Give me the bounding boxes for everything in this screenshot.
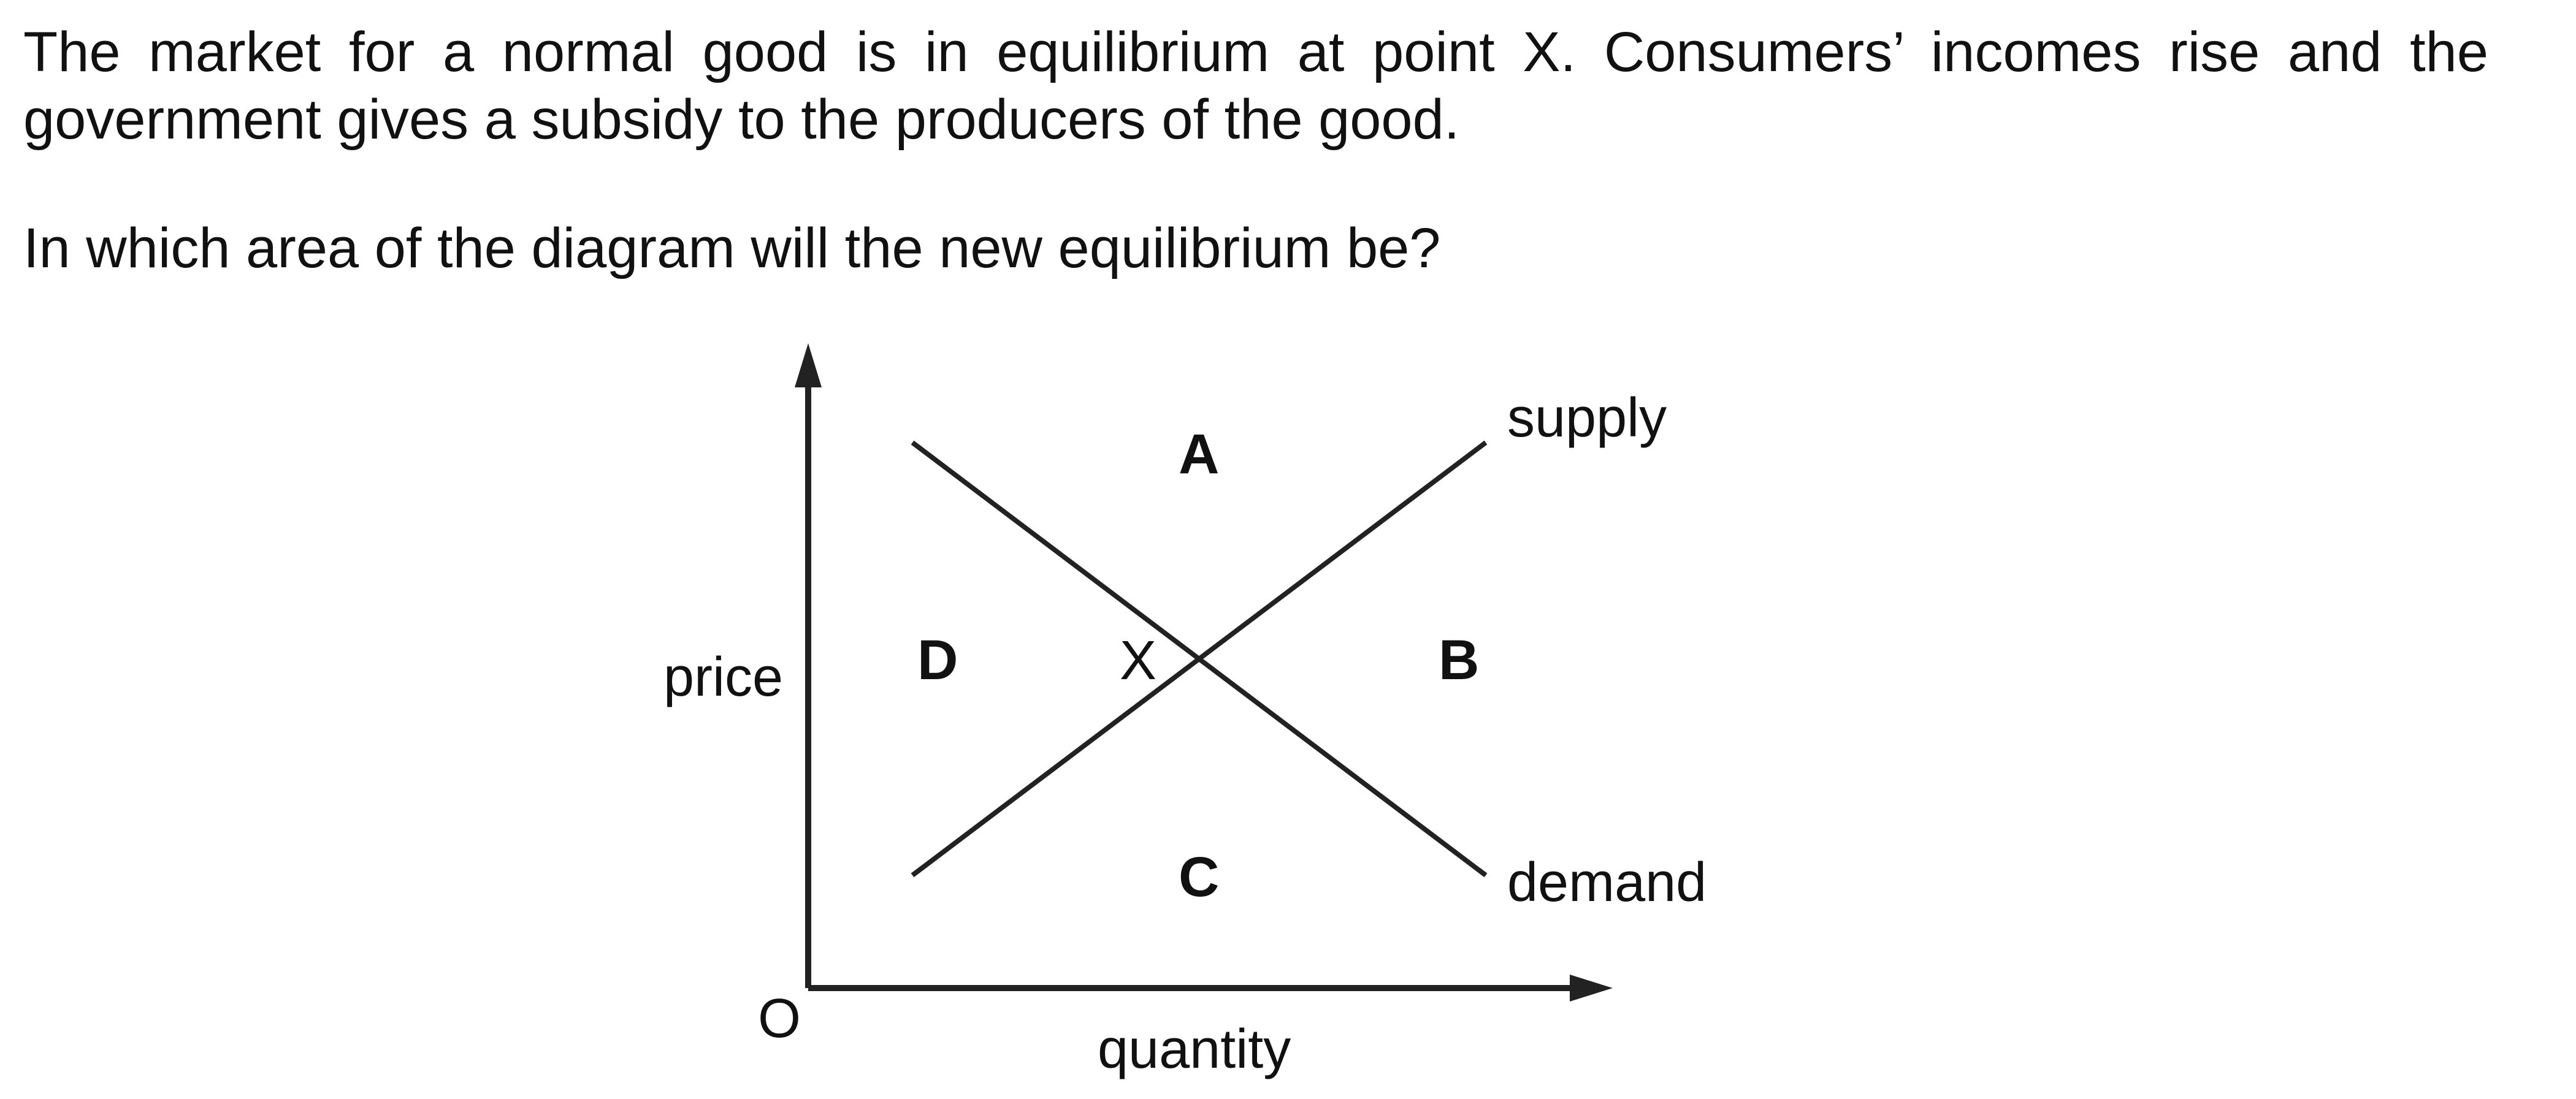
question-text: The market for a normal good is in equil… [23, 18, 2488, 282]
x-axis-label: quantity [1098, 1019, 1291, 1080]
origin-label: O [758, 988, 801, 1049]
question-line-2: government gives a subsidy to the produc… [23, 88, 1460, 151]
demand-label: demand [1507, 852, 1707, 913]
area-label-a: A [1179, 423, 1219, 485]
area-label-c: C [1179, 846, 1219, 908]
x-axis-arrowhead [1570, 975, 1613, 1002]
question-prompt: In which area of the diagram will the ne… [23, 217, 1441, 280]
supply-label: supply [1507, 387, 1667, 449]
equilibrium-point-label: X [1120, 630, 1156, 691]
question-line-1: The market for a normal good is in equil… [23, 21, 2488, 83]
y-axis-label: price [663, 647, 783, 708]
area-label-d: D [917, 629, 958, 691]
supply-curve [911, 440, 1488, 878]
area-label-b: B [1439, 629, 1479, 691]
y-axis-arrowhead [795, 343, 822, 387]
